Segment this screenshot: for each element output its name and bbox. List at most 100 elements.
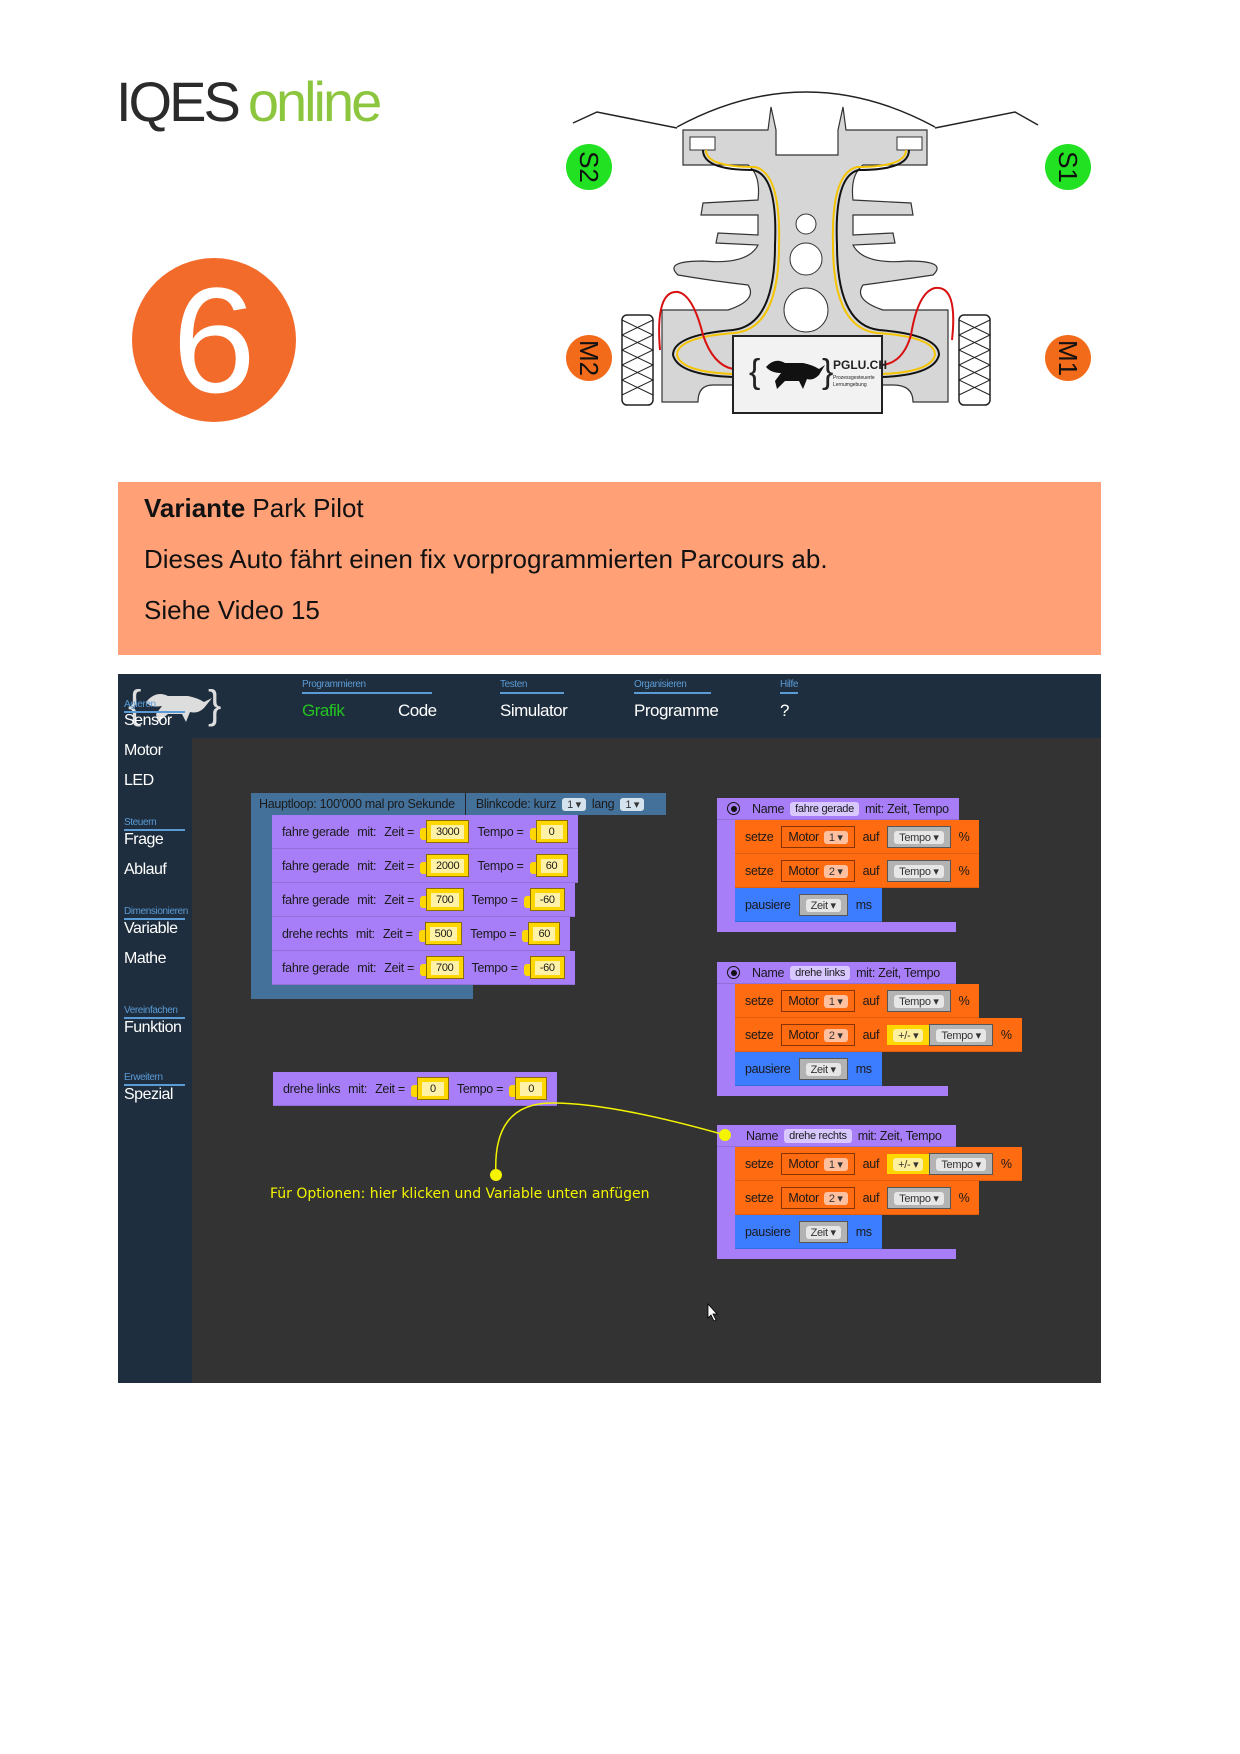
variable-dropdown[interactable]: Tempo ▾: [894, 830, 944, 844]
function-name-field[interactable]: drehe rechts: [784, 1128, 852, 1143]
nav-tab-programme[interactable]: Programme: [634, 701, 719, 720]
zeit-value[interactable]: 2000: [431, 859, 465, 873]
pglu-logo[interactable]: { }: [128, 680, 223, 730]
variable-dropdown[interactable]: Tempo ▾: [894, 994, 944, 1008]
variable-dropdown[interactable]: Tempo ▾: [894, 1191, 944, 1205]
tempo-variable[interactable]: Tempo ▾: [887, 859, 951, 882]
tempo-variable[interactable]: Tempo ▾: [929, 1023, 993, 1046]
zeit-input[interactable]: 500: [418, 922, 463, 945]
variable-dropdown[interactable]: Tempo ▾: [894, 864, 944, 878]
sidebar-item-sensor[interactable]: Sensor: [124, 712, 172, 729]
variable-dropdown[interactable]: Zeit ▾: [805, 898, 841, 912]
tempo-value[interactable]: 0: [520, 1082, 543, 1096]
tempo-input[interactable]: 60: [522, 922, 561, 945]
sidebar-item-spezial[interactable]: Spezial: [124, 1086, 173, 1103]
sidebar-item-frage[interactable]: Frage: [124, 831, 164, 848]
tempo-variable[interactable]: Tempo ▾: [929, 1152, 993, 1175]
zeit-value[interactable]: 700: [431, 961, 459, 975]
radio-selected-icon[interactable]: [727, 802, 740, 815]
options-dot[interactable]: [490, 1169, 502, 1181]
motor-number-dropdown[interactable]: 2 ▾: [823, 1028, 848, 1042]
tempo-input[interactable]: -60: [523, 956, 565, 979]
zeit-variable[interactable]: Zeit ▾: [798, 1057, 848, 1080]
sign-selector[interactable]: +/- ▾: [887, 1024, 930, 1045]
function-name-field[interactable]: drehe links: [790, 965, 851, 980]
motor-number-dropdown[interactable]: 1 ▾: [823, 994, 848, 1008]
tempo-input[interactable]: 0: [509, 1077, 548, 1100]
blink-short-dropdown[interactable]: 1 ▾: [562, 797, 586, 811]
motor-number-dropdown[interactable]: 1 ▾: [823, 1157, 848, 1171]
motor-number-dropdown[interactable]: 2 ▾: [823, 864, 848, 878]
motor-number-dropdown[interactable]: 1 ▾: [823, 830, 848, 844]
nav-tab-help[interactable]: ?: [780, 701, 789, 720]
sign-dropdown[interactable]: +/- ▾: [893, 1028, 924, 1042]
tempo-value[interactable]: 60: [540, 859, 563, 873]
blink-long-dropdown[interactable]: 1 ▾: [620, 797, 645, 811]
tempo-variable[interactable]: Tempo ▾: [887, 989, 951, 1012]
sidebar-item-led[interactable]: LED: [124, 772, 154, 789]
zeit-value[interactable]: 3000: [431, 825, 465, 839]
function-name-field[interactable]: fahre gerade: [790, 801, 859, 816]
tempo-value[interactable]: 0: [540, 825, 563, 839]
zeit-value[interactable]: 700: [431, 893, 459, 907]
zeit-value[interactable]: 500: [429, 927, 458, 941]
tempo-input[interactable]: 0: [529, 820, 568, 843]
tempo-variable[interactable]: Tempo ▾: [887, 1186, 951, 1209]
tempo-input[interactable]: 60: [529, 854, 568, 877]
tempo-variable[interactable]: Tempo ▾: [887, 825, 951, 848]
zeit-input[interactable]: 3000: [420, 820, 470, 843]
tempo-input[interactable]: -60: [523, 888, 565, 911]
sidebar-item-ablauf[interactable]: Ablauf: [124, 861, 167, 878]
zeit-input[interactable]: 700: [419, 956, 464, 979]
tempo-value[interactable]: -60: [534, 893, 560, 907]
variable-dropdown[interactable]: Tempo ▾: [936, 1028, 986, 1042]
nav-tab-grafik[interactable]: Grafik: [302, 701, 345, 720]
variable-dropdown[interactable]: Tempo ▾: [936, 1157, 986, 1171]
radio-selected-icon[interactable]: [727, 966, 740, 979]
zeit-variable[interactable]: Zeit ▾: [798, 893, 848, 916]
zeit-value[interactable]: 0: [421, 1082, 444, 1096]
motor-number-dropdown[interactable]: 2 ▾: [823, 1191, 848, 1205]
variable-dropdown[interactable]: Zeit ▾: [805, 1225, 841, 1239]
sidebar-item-mathe[interactable]: Mathe: [124, 950, 166, 967]
variable-dropdown[interactable]: Zeit ▾: [805, 1062, 841, 1076]
zeit-input[interactable]: 700: [419, 888, 464, 911]
sidebar-item-funktion[interactable]: Funktion: [124, 1019, 182, 1036]
tempo-value[interactable]: -60: [534, 961, 560, 975]
nav-tab-simulator[interactable]: Simulator: [500, 701, 568, 720]
zeit-variable[interactable]: Zeit ▾: [798, 1220, 848, 1243]
sign-selector[interactable]: +/- ▾: [887, 1153, 930, 1174]
sign-dropdown[interactable]: +/- ▾: [893, 1157, 924, 1171]
zeit-input[interactable]: 2000: [420, 854, 470, 877]
zeit-input[interactable]: 0: [410, 1077, 449, 1100]
sidebar-item-motor[interactable]: Motor: [124, 742, 163, 759]
nav-tab-code[interactable]: Code: [398, 701, 437, 720]
